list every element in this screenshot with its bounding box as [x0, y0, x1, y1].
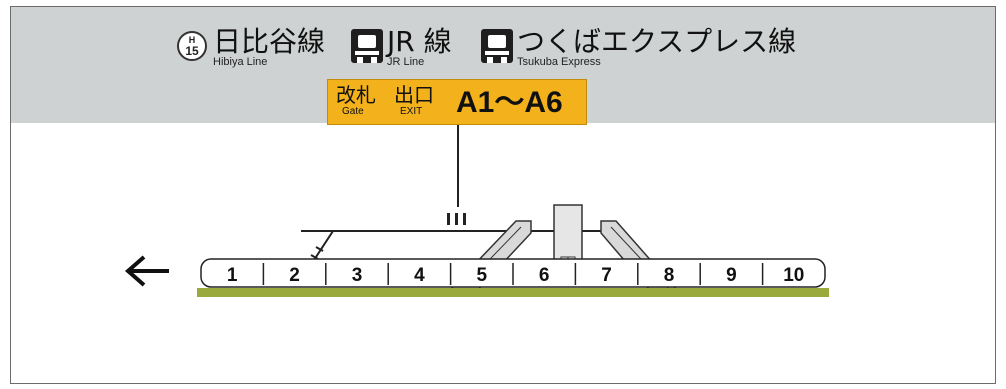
- exit-numbers: A1～A6: [456, 86, 563, 119]
- exit-label-en: EXIT: [400, 106, 423, 117]
- line-name-en: JR Line: [387, 56, 425, 68]
- car-number: 6: [539, 265, 550, 286]
- car-number: 9: [726, 265, 737, 286]
- car-number: 3: [352, 265, 363, 286]
- exit-sign: 改札 Gate 出口 EXIT A1～A6: [327, 79, 587, 125]
- line-name-en: Hibiya Line: [213, 56, 268, 68]
- gate-icon: [447, 213, 466, 225]
- line-tsukuba: つくばエクスプレス線 Tsukuba Express: [481, 27, 796, 69]
- platform-strip: [197, 288, 829, 297]
- gate-label: 改札: [336, 83, 376, 107]
- hibiya-badge-icon: H 15: [177, 31, 207, 61]
- line-name: 日比谷線: [213, 25, 326, 58]
- car-number: 7: [601, 265, 612, 286]
- train-icon: [481, 29, 513, 63]
- badge-number: 15: [185, 44, 199, 58]
- train-icon: [351, 29, 383, 63]
- car-number: 5: [477, 265, 488, 286]
- platform-diagram: 1 2 3 4 5 6 7 8 9 10: [124, 125, 829, 297]
- gate-label-en: Gate: [342, 106, 364, 117]
- car-number: 10: [783, 265, 804, 286]
- exit-label: 出口: [394, 83, 434, 107]
- car-number: 1: [227, 265, 238, 286]
- line-name: つくばエクスプレス線: [517, 25, 797, 58]
- car-number: 8: [664, 265, 675, 286]
- line-hibiya: H 15 日比谷線 Hibiya Line: [177, 27, 347, 69]
- line-jr: JR 線 JR Line: [351, 27, 476, 69]
- sign-header: H 15 日比谷線 Hibiya Line JR 線 JR Line つくばエク…: [11, 7, 995, 123]
- line-name-en: Tsukuba Express: [517, 56, 601, 68]
- car-number: 2: [289, 265, 300, 286]
- line-name: JR 線: [387, 25, 452, 58]
- platform-sign: H 15 日比谷線 Hibiya Line JR 線 JR Line つくばエク…: [10, 6, 996, 384]
- car-number: 4: [414, 265, 425, 286]
- badge-letter: H: [188, 35, 196, 45]
- left-arrow-icon: [124, 255, 169, 287]
